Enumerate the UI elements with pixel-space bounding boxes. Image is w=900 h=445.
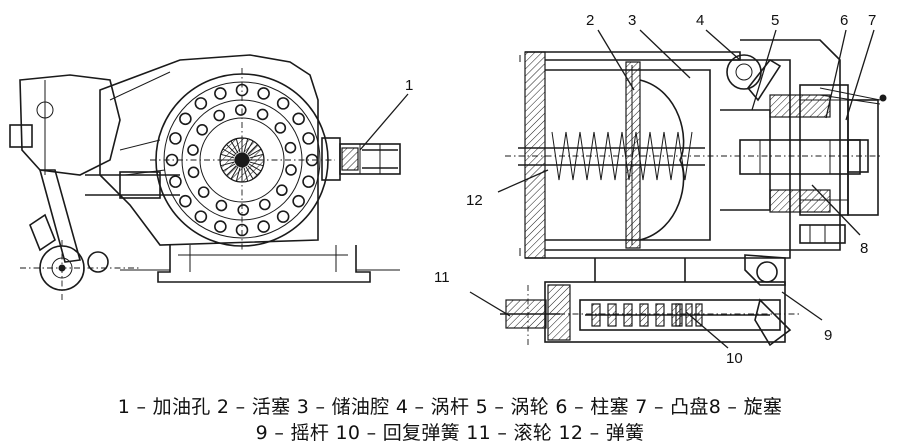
spring-coil [655, 303, 665, 327]
callout-2: 2 [586, 12, 594, 29]
spoke-line [247, 165, 258, 176]
outer-bolt-icon [257, 87, 270, 100]
spoke-line [230, 140, 239, 154]
spring-coil [607, 303, 617, 327]
outer-bolt-icon [214, 87, 227, 100]
outer-bolt-icon [276, 210, 290, 223]
legend-line-2: 9 – 摇杆 10 – 回复弹簧 11 – 滚轮 12 – 弹簧 [255, 422, 645, 444]
spring-coil [635, 131, 651, 181]
spoke-line [249, 161, 264, 167]
spring-coil [623, 303, 633, 327]
callout-6: 6 [840, 12, 848, 29]
spoke-line [245, 166, 254, 180]
callout-3: 3 [628, 12, 636, 29]
spoke-line [243, 138, 249, 153]
outer-bolt-icon [214, 220, 227, 233]
inner-plunger-icon [237, 204, 250, 216]
outer-bolt-icon [257, 220, 270, 233]
outer-bolt-icon [292, 112, 305, 126]
spoke-line [230, 166, 239, 180]
inner-plunger-icon [258, 198, 271, 211]
spring-coil [551, 131, 567, 181]
inner-plunger-icon [215, 199, 228, 212]
spring-coil [593, 131, 609, 181]
outer-bolt-icon [169, 175, 182, 188]
spring-coil [675, 303, 683, 327]
callout-5: 5 [771, 12, 779, 29]
spring-coil [677, 131, 693, 181]
outer-bolt-icon [179, 112, 192, 126]
spoke-line [243, 167, 249, 182]
inner-plunger-icon [196, 123, 208, 136]
outer-bolt-icon [276, 97, 290, 110]
outer-bolt-icon [292, 194, 305, 208]
plunger-ring-inner [187, 104, 297, 216]
spring-coil [695, 303, 703, 327]
callout-1: 1 [405, 77, 413, 94]
spring-coil [607, 131, 623, 181]
spoke-line [247, 144, 258, 155]
spring-coil [591, 303, 601, 327]
spoke-line [235, 167, 241, 182]
spoke-line [222, 148, 236, 157]
return-spring-10 [591, 303, 703, 327]
spoke-line [249, 153, 264, 159]
inner-plunger-icon [187, 166, 200, 179]
inner-plunger-icon [197, 186, 210, 198]
callout-11: 11 [434, 269, 450, 286]
inner-plunger-icon [274, 122, 287, 134]
inner-plunger-icon [256, 108, 269, 121]
inner-plunger-icon [284, 141, 297, 154]
callout-9: 9 [824, 327, 832, 344]
spring-coil [579, 131, 595, 181]
spoke-line [222, 163, 236, 172]
spoke-line [248, 148, 262, 157]
right-section-view [500, 39, 887, 347]
inner-plunger-icon [234, 104, 247, 116]
spring-coil [621, 131, 637, 181]
left-end-view [9, 54, 401, 300]
inner-plunger-icon [276, 184, 288, 197]
callout-4: 4 [696, 12, 704, 29]
outer-bolt-icon [179, 194, 192, 208]
outer-bolt-icon [169, 132, 182, 145]
spring-12 [551, 131, 693, 181]
callout-7: 7 [868, 12, 876, 29]
spring-coil [649, 131, 665, 181]
spoke-line [245, 140, 254, 154]
outer-bolt-icon [194, 97, 208, 110]
callouts: 1 2 3 4 5 6 7 8 9 10 11 12 [359, 12, 876, 367]
inner-plunger-icon [213, 109, 226, 122]
spring-coil [565, 131, 581, 181]
callout-12: 12 [466, 192, 483, 209]
spoke-line [220, 153, 235, 159]
spoke-line [235, 138, 241, 153]
outer-bolt-icon [194, 210, 208, 223]
legend-line-1: 1 – 加油孔 2 – 活塞 3 – 储油腔 4 – 涡杆 5 – 涡轮 6 –… [117, 396, 783, 418]
spoke-line [226, 165, 237, 176]
callout-8: 8 [860, 240, 868, 257]
spoke-line [226, 144, 237, 155]
inner-plunger-icon [285, 164, 297, 176]
spoke-line [220, 161, 235, 167]
spoke-line [248, 163, 262, 172]
spring-coil [639, 303, 649, 327]
spring-coil [663, 131, 679, 181]
outer-bolt-icon [302, 175, 315, 188]
outer-bolt-icon [302, 132, 315, 145]
inner-plunger-icon [187, 144, 199, 156]
callout-10: 10 [726, 350, 743, 367]
